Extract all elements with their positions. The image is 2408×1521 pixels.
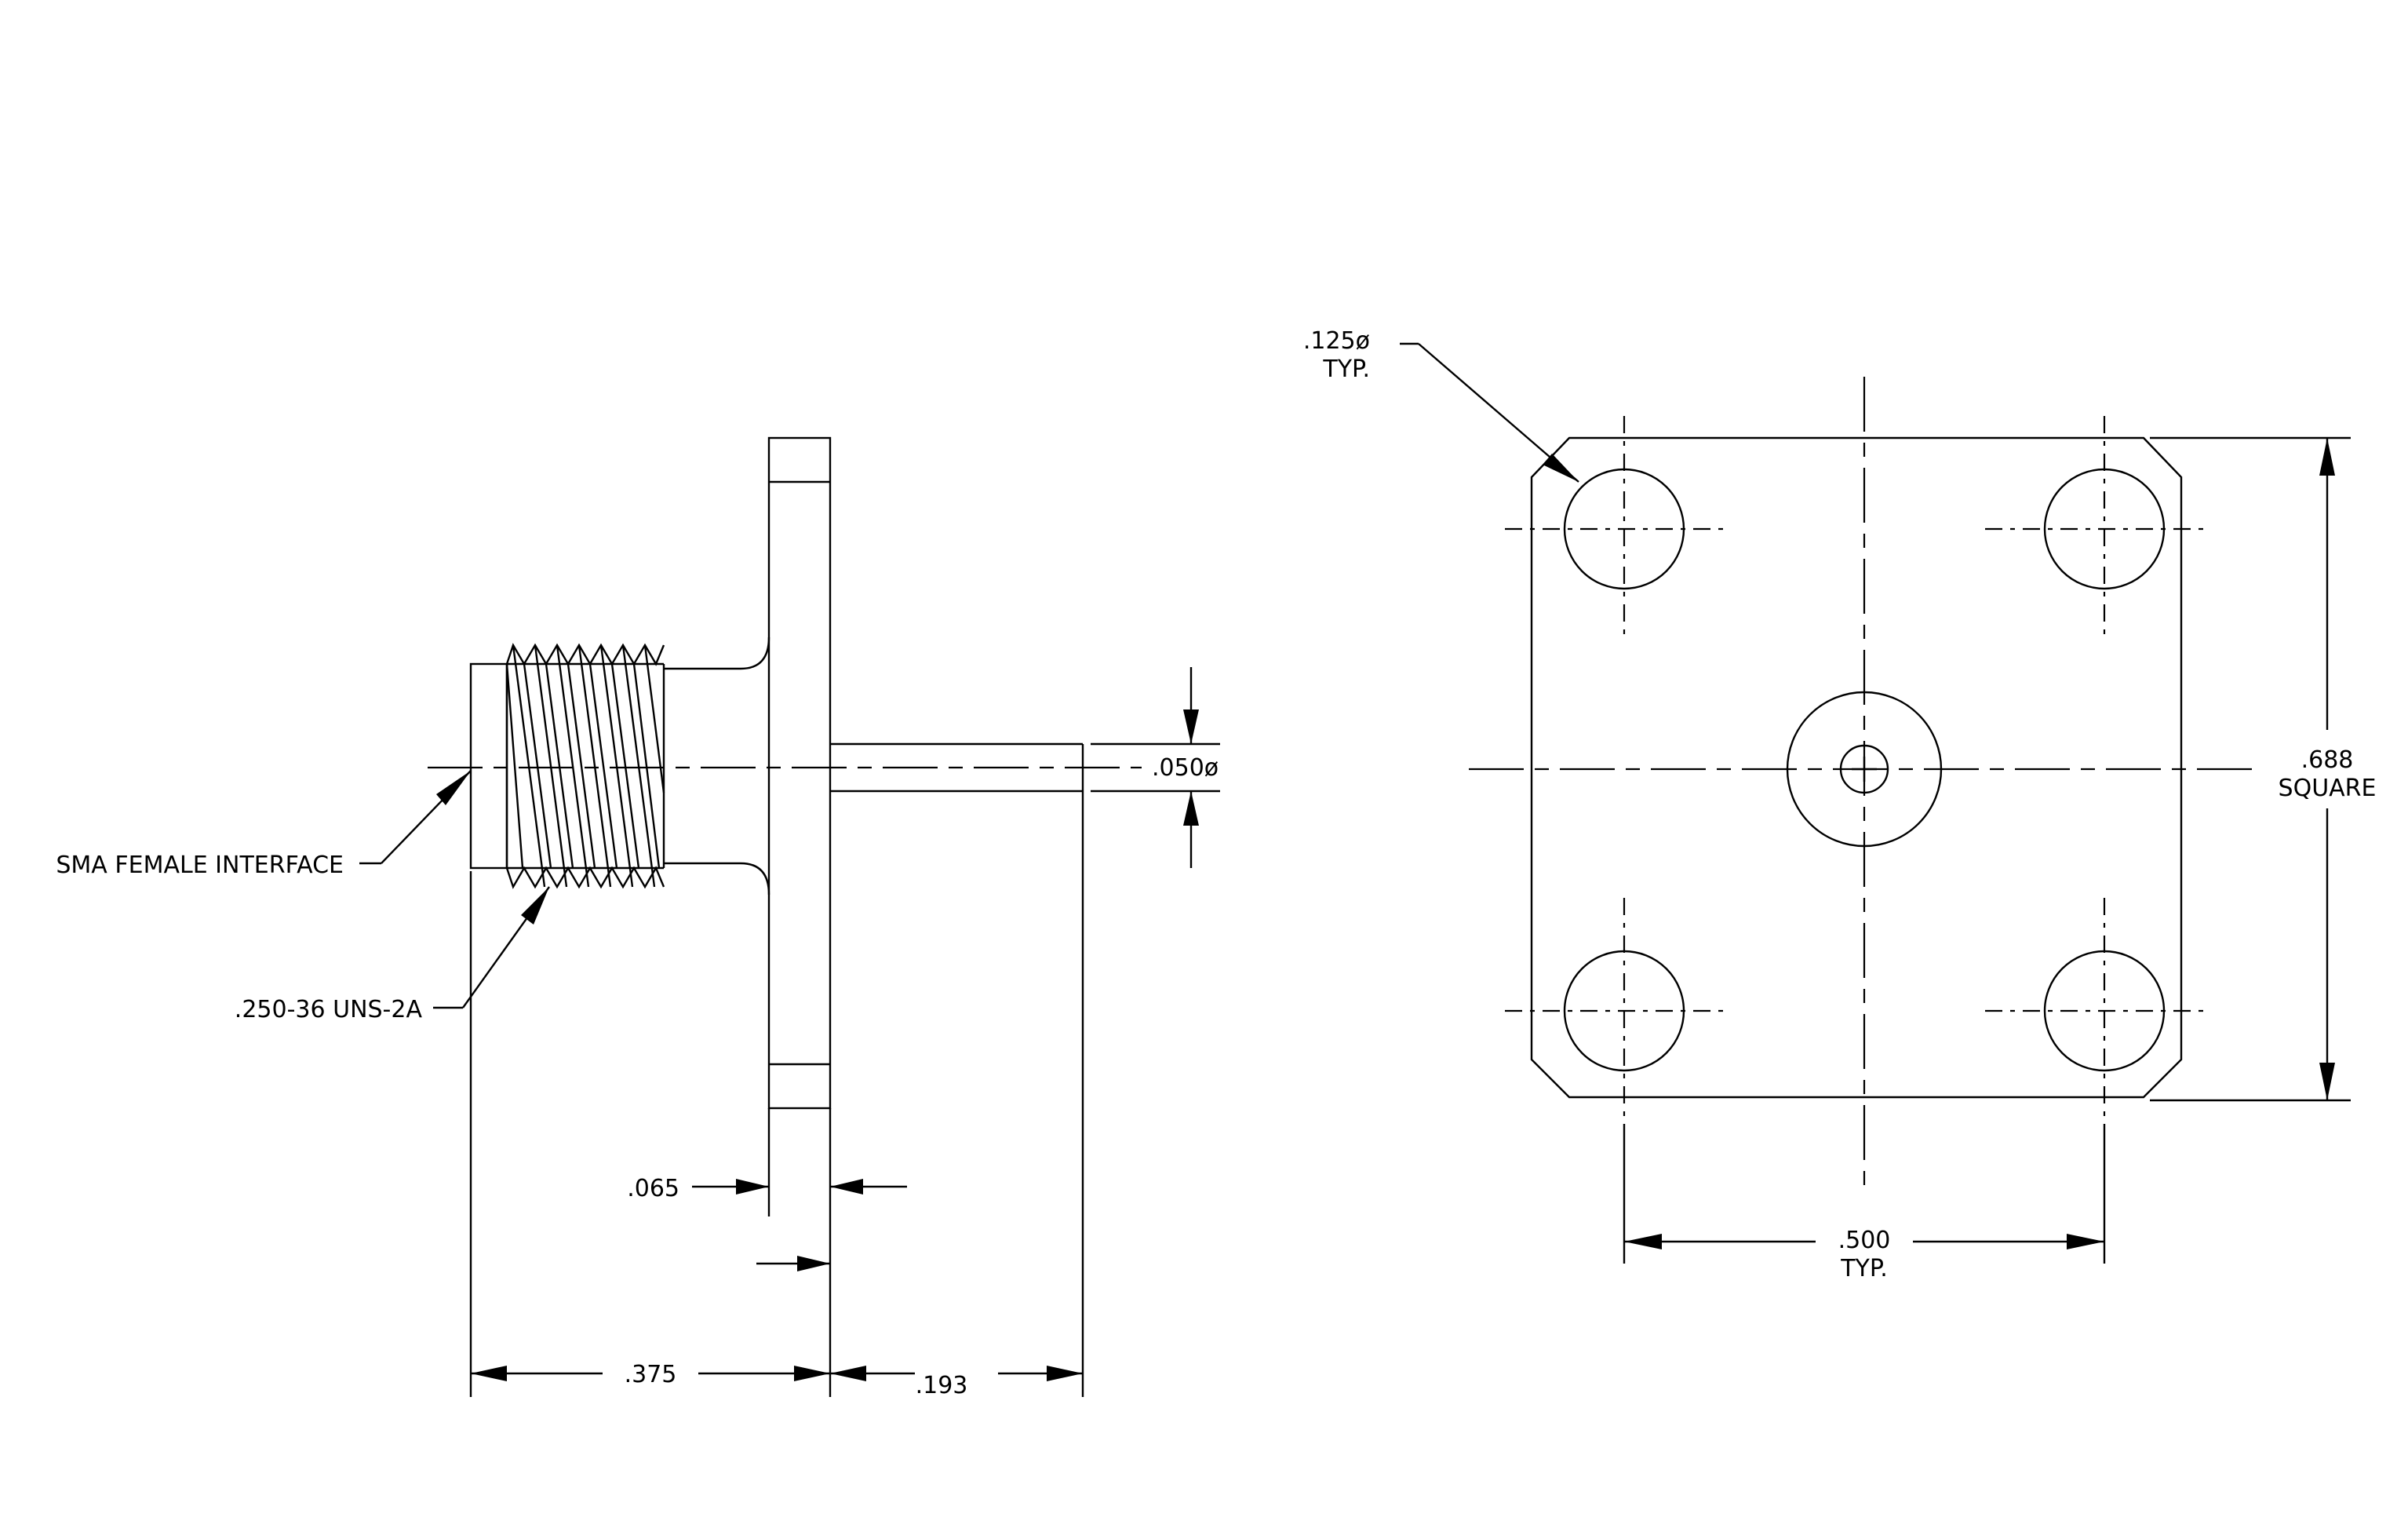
side-view: .065 .375 .193 .050ø — [56, 436, 1220, 1399]
flange — [767, 436, 832, 1110]
dim-flange-thickness: .065 — [627, 1175, 907, 1271]
leader-hole-diameter: .125ø TYP. — [1303, 327, 1579, 483]
dim-pin-diameter: .050ø — [1152, 667, 1219, 868]
interface-face — [469, 662, 508, 870]
pin-diameter-label: .050ø — [1152, 754, 1219, 782]
body-length-label: .375 — [625, 1361, 677, 1388]
hole-centerlines — [1505, 416, 2208, 1124]
pin-length-label: .193 — [916, 1372, 968, 1399]
thread-body — [505, 643, 665, 889]
flange-outline — [1530, 436, 2183, 1099]
leader-thread-spec: .250-36 UNS-2A — [235, 886, 550, 1023]
leader-sma-interface: SMA FEMALE INTERFACE — [56, 770, 472, 879]
dim-pin-length: .193 — [830, 1366, 1083, 1399]
flange-thickness-label: .065 — [627, 1175, 679, 1202]
front-view: .688 SQUARE .500 TYP. .125ø TYP. — [1303, 327, 2377, 1282]
body-neck — [664, 636, 770, 895]
dim-body-length: .375 — [471, 1361, 830, 1388]
dim-flange-size: .688 SQUARE — [2150, 436, 2377, 1102]
hole-diameter-note: TYP. — [1322, 356, 1370, 383]
thread-spec-label: .250-36 UNS-2A — [235, 996, 423, 1023]
hole-spacing-note: TYP. — [1840, 1255, 1888, 1282]
hole-spacing-label: .500 — [1838, 1227, 1891, 1254]
flange-size-note: SQUARE — [2279, 775, 2377, 802]
sma-interface-label: SMA FEMALE INTERFACE — [56, 852, 344, 879]
hole-diameter-label: .125ø — [1303, 327, 1370, 355]
dim-hole-spacing: .500 TYP. — [1623, 1124, 2106, 1282]
flange-size-label: .688 — [2301, 746, 2354, 774]
